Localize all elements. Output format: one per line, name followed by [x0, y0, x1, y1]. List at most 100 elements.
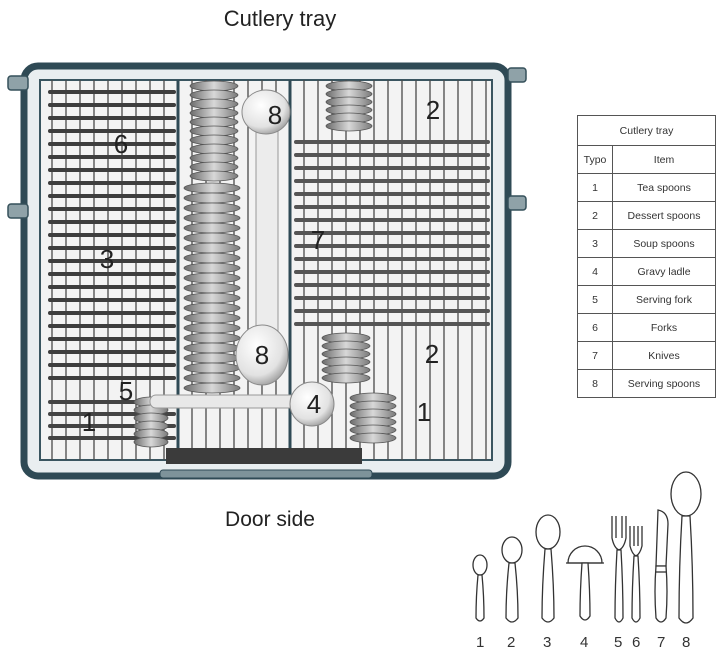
rack-row [294, 270, 490, 274]
spoon-bowl [190, 162, 238, 172]
spoon-bowl [184, 183, 240, 193]
spoon-bowl [184, 273, 240, 283]
legend-header-item: Item [613, 146, 716, 174]
icon-label-1: 1 [476, 634, 484, 651]
spoon-bowl [350, 433, 396, 443]
cutlery-legend-table: Cutlery tray Typo Item 1 Tea spoons 2 De… [577, 115, 716, 398]
rack-row [48, 220, 176, 224]
legend-row: 5 Serving fork [578, 286, 716, 314]
rack-row [294, 205, 490, 209]
rack-row [48, 181, 176, 185]
spoon-bowl [184, 333, 240, 343]
door-side-label: Door side [0, 508, 540, 532]
spoon-bowl [184, 293, 240, 303]
spoon-bowl [184, 243, 240, 253]
spoon-bowl [184, 313, 240, 323]
rack-row [48, 155, 176, 159]
tray-label-2-mid: 2 [425, 339, 439, 369]
spoon-bowl [190, 99, 238, 109]
legend-item: Soup spoons [613, 230, 716, 258]
rack-row [48, 285, 176, 289]
icon-label-4: 4 [580, 634, 588, 651]
icon-label-5: 5 [614, 634, 622, 651]
rack-row [48, 350, 176, 354]
knife-icon [655, 510, 668, 622]
rack-row [48, 142, 176, 146]
rack-row [294, 192, 490, 196]
figure-title: Cutlery tray [0, 6, 560, 32]
rack-row [294, 257, 490, 261]
legend-type: 4 [578, 258, 613, 286]
icon-label-3: 3 [543, 634, 551, 651]
spoon-bowl [326, 121, 372, 131]
spoon-bowl [184, 193, 240, 203]
tray-label-7: 7 [311, 225, 325, 255]
utensil-icon-labels: 1 2 3 4 5 6 7 8 [462, 634, 721, 656]
tea-spoon-icon [473, 555, 487, 621]
tray-label-3: 3 [100, 244, 114, 274]
spoon-bowl [190, 153, 238, 163]
rack-row [294, 283, 490, 287]
rack-row [48, 363, 176, 367]
spoon-bowl [184, 203, 240, 213]
rack-row [294, 153, 490, 157]
icon-label-7: 7 [657, 634, 665, 651]
tray-label-8-mid: 8 [255, 340, 269, 370]
rack-row [48, 194, 176, 198]
tray-label-1-left: 1 [82, 407, 96, 437]
legend-title: Cutlery tray [578, 116, 716, 146]
legend-type: 3 [578, 230, 613, 258]
utensil-icons [462, 466, 721, 634]
spoon-bowl [184, 253, 240, 263]
rack-row [48, 168, 176, 172]
rack-row [294, 218, 490, 222]
rack-row [48, 103, 176, 107]
rack-row [48, 337, 176, 341]
rack-row [294, 166, 490, 170]
tray-door-lip [166, 448, 362, 464]
rack-row [48, 311, 176, 315]
legend-header-type: Typo [578, 146, 613, 174]
spoon-bowl [322, 373, 370, 383]
legend-type: 2 [578, 202, 613, 230]
spoon-bowl [184, 353, 240, 363]
tray-label-8-top: 8 [268, 100, 282, 130]
spoon-bowl [184, 303, 240, 313]
spoon-bowl [190, 171, 238, 181]
tray-label-2-top: 2 [426, 95, 440, 125]
spoon-bowl [184, 363, 240, 373]
rack-row [294, 309, 490, 313]
spoon-bowl [190, 135, 238, 145]
rack-row [48, 116, 176, 120]
spoon-bowl [190, 108, 238, 118]
rack-row [294, 179, 490, 183]
legend-row: 1 Tea spoons [578, 174, 716, 202]
legend-item: Gravy ladle [613, 258, 716, 286]
spoon-bowl [184, 323, 240, 333]
legend-type: 1 [578, 174, 613, 202]
cutlery-tray-illustration: 6 8 2 7 3 8 2 5 4 1 1 [0, 52, 540, 488]
legend-row: 6 Forks [578, 314, 716, 342]
legend-type: 5 [578, 286, 613, 314]
tray-label-6: 6 [114, 129, 128, 159]
spoon-bowl [134, 437, 168, 447]
serving-fork-icon [612, 516, 626, 622]
rack-row [48, 376, 176, 380]
icon-label-6: 6 [632, 634, 640, 651]
legend-row: 4 Gravy ladle [578, 258, 716, 286]
spoon-bowl [184, 233, 240, 243]
spoon-bowl [184, 283, 240, 293]
spoon-bowl [190, 117, 238, 127]
tray-bottom-edge [160, 470, 372, 478]
legend-item: Knives [613, 342, 716, 370]
rack-row [294, 296, 490, 300]
rack-row [294, 140, 490, 144]
gravy-ladle-icon [566, 546, 604, 620]
spoon-bowl [184, 213, 240, 223]
rack-row [48, 233, 176, 237]
rack-row [48, 298, 176, 302]
rack-row [48, 207, 176, 211]
rack-row [48, 90, 176, 94]
legend-row: 2 Dessert spoons [578, 202, 716, 230]
legend-row: 3 Soup spoons [578, 230, 716, 258]
